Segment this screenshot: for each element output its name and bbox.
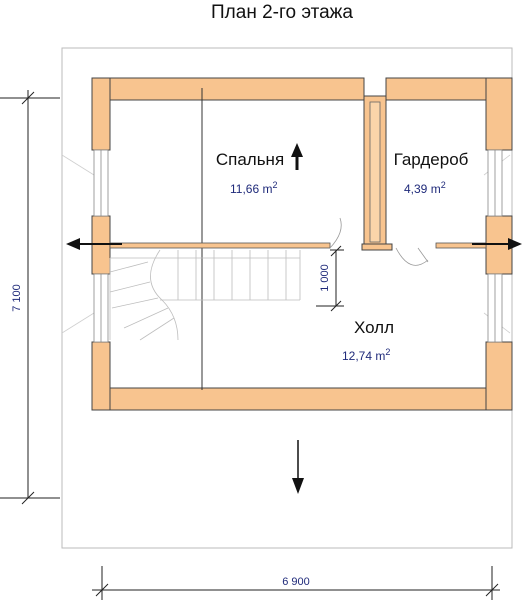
doors <box>329 217 429 266</box>
arrows <box>66 143 522 494</box>
floor-lines <box>109 88 487 390</box>
wall-right-3 <box>485 341 513 411</box>
dimension-height-label: 7 100 <box>11 284 23 312</box>
walls <box>91 77 513 411</box>
wall-top <box>91 77 365 101</box>
dimension-width <box>92 566 500 600</box>
room-name-bedroom: Спальня <box>216 150 284 169</box>
room-area-wardrobe: 4,39 m2 <box>404 180 446 196</box>
plan-title: План 2-го этажа <box>211 2 353 23</box>
site-boundary <box>61 47 513 549</box>
dimension-stair <box>316 245 344 312</box>
room-name-wardrobe: Гардероб <box>394 150 469 169</box>
partition-inner <box>369 101 381 243</box>
wall-left-3 <box>91 341 111 411</box>
wall-partition-base <box>361 243 393 251</box>
dimension-stair-label: 1 000 <box>319 264 331 292</box>
wall-bottom <box>91 387 513 411</box>
room-area-bedroom: 11,66 m2 <box>230 180 277 196</box>
dimension-width-label: 6 900 <box>282 576 310 588</box>
stairs <box>109 249 301 341</box>
wall-left-1 <box>91 77 111 151</box>
room-area-hall: 12,74 m2 <box>342 347 390 363</box>
windows <box>93 149 503 343</box>
dimension-height <box>0 90 60 505</box>
wall-right-1 <box>485 77 513 151</box>
room-name-hall: Холл <box>354 318 394 337</box>
